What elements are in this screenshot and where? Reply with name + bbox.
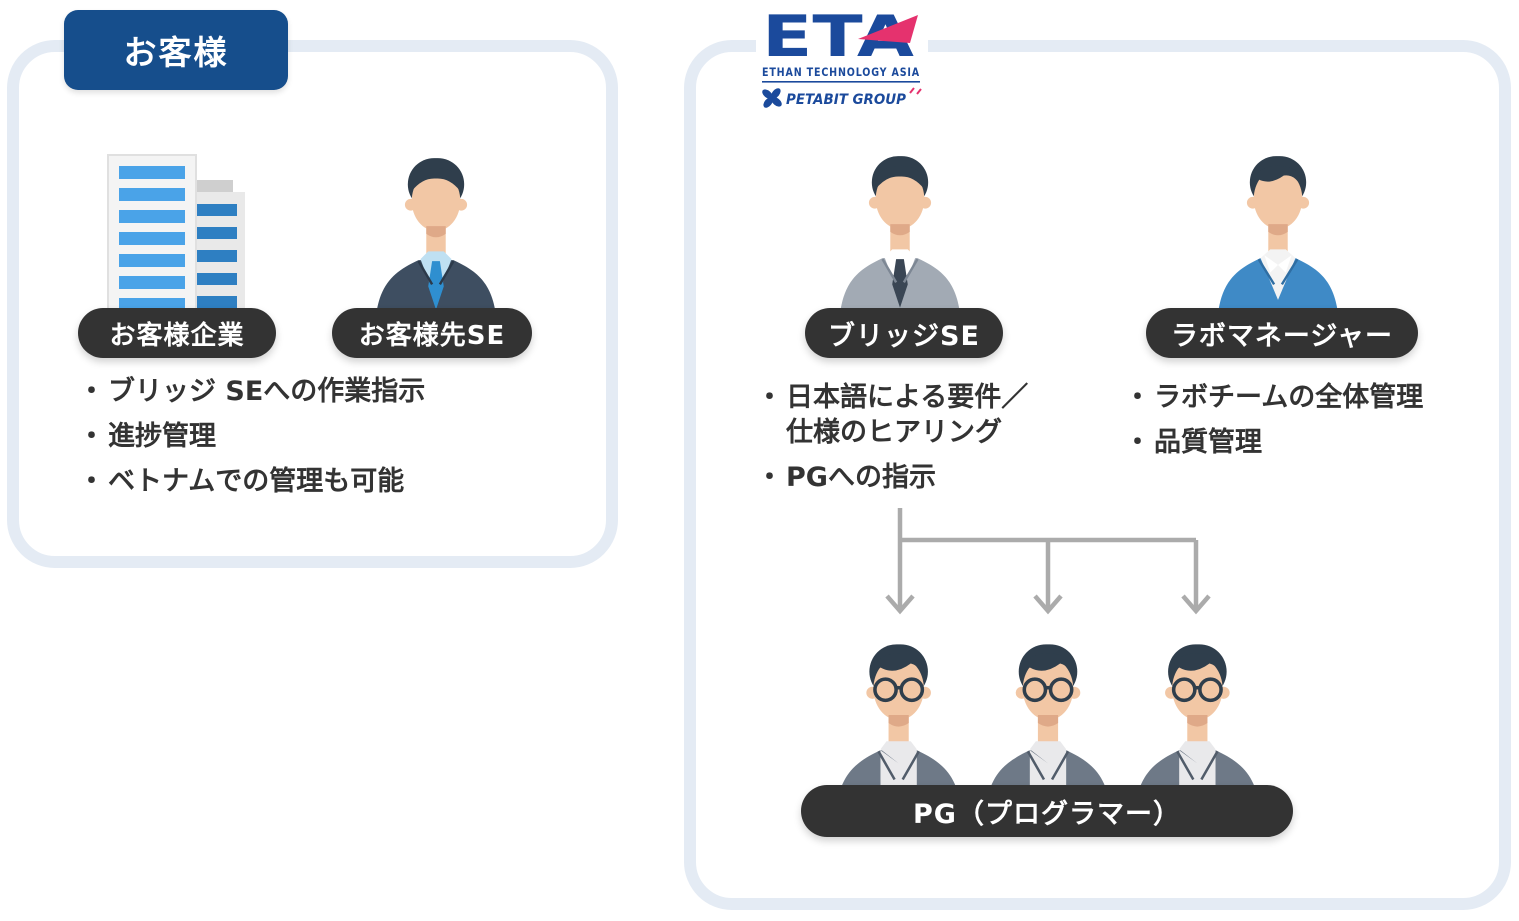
bullet-marker: ・ (1124, 382, 1151, 413)
lab-manager-bullet-2: ・ 品質管理 (1124, 425, 1464, 460)
lab-manager-bullet-1-text: ラボチームの全体管理 (1154, 382, 1424, 413)
bridge-se-bullet-2-text: PGへの指示 (786, 462, 936, 493)
lab-manager-badge: ラボマネージャー (1146, 308, 1418, 358)
eta-logo-company-name: ETHAN TECHNOLOGY ASIA (762, 65, 920, 79)
bullet-marker: ・ (1124, 427, 1151, 458)
lab-manager-bullet-2-text: 品質管理 (1154, 427, 1262, 458)
bullet-marker: ・ (78, 466, 105, 497)
lab-manager-bullet-1: ・ ラボチームの全体管理 (1124, 380, 1464, 415)
eta-panel (684, 40, 1511, 910)
bridge-se-bullet-1-line-2: 仕様のヒアリング (786, 417, 1002, 448)
bullet-marker: ・ (78, 376, 105, 407)
customer-bullet-2-text: 進捗管理 (108, 421, 216, 452)
customer-company-badge: お客様企業 (78, 308, 276, 358)
bullet-marker: ・ (756, 382, 783, 413)
customer-panel-tag: お客様 (64, 10, 288, 90)
petabit-pinwheel-icon (761, 87, 782, 108)
customer-tag-label: お客様 (123, 33, 229, 72)
bridge-se-avatar (839, 156, 961, 316)
delegation-arrows (885, 508, 1211, 615)
bridge-se-bullet-list: ・ 日本語による要件／ 仕様のヒアリング ・ PGへの指示 (756, 380, 1086, 505)
eta-logo-graphic: ETA ETHAN TECHNOLOGY ASIA PETABIT GROUP (761, 5, 922, 108)
bridge-se-bullet-1-text: 日本語による要件／ 仕様のヒアリング (786, 380, 1086, 450)
bridge-se-badge: ブリッジSE (805, 308, 1003, 358)
pg-badge-label: PG（プログラマー） (913, 798, 1181, 830)
bridge-se-bullet-1: ・ 日本語による要件／ 仕様のヒアリング (756, 380, 1086, 450)
customer-bullet-3-text: ベトナムでの管理も可能 (108, 466, 405, 497)
customer-se-badge-label: お客様先SE (358, 320, 506, 351)
customer-company-badge-label: お客様企業 (109, 320, 245, 351)
bridge-se-badge-label: ブリッジSE (828, 320, 980, 352)
customer-bullet-1-text: ブリッジ SEへの作業指示 (108, 376, 426, 407)
pg-avatars (834, 642, 1262, 810)
eta-logo: ETA ETHAN TECHNOLOGY ASIA PETABIT GROUP (756, 4, 928, 108)
customer-bullet-list: ・ ブリッジ SEへの作業指示 ・ 進捗管理 ・ ベトナムでの管理も可能 (78, 374, 558, 509)
petabit-logo-ticks (908, 86, 922, 95)
bridge-se-bullet-2: ・ PGへの指示 (756, 460, 1086, 495)
customer-bullet-2: ・ 進捗管理 (78, 419, 558, 454)
customer-se-avatar (375, 158, 497, 318)
customer-company-building-icon (107, 154, 245, 318)
lab-manager-avatar (1217, 156, 1339, 316)
bullet-marker: ・ (756, 462, 783, 493)
petabit-group-name: PETABIT GROUP (786, 92, 907, 108)
lab-manager-badge-label: ラボマネージャー (1170, 320, 1394, 352)
customer-se-badge: お客様先SE (332, 308, 532, 358)
eta-logo-flag-icon (857, 14, 918, 43)
eta-logo-divider (761, 80, 920, 83)
pg-badge: PG（プログラマー） (801, 785, 1293, 837)
customer-bullet-1: ・ ブリッジ SEへの作業指示 (78, 374, 558, 409)
customer-bullet-3: ・ ベトナムでの管理も可能 (78, 464, 558, 499)
bullet-marker: ・ (78, 421, 105, 452)
bridge-se-bullet-1-line-1: 日本語による要件／ (786, 382, 1029, 413)
lab-manager-bullet-list: ・ ラボチームの全体管理 ・ 品質管理 (1124, 380, 1464, 470)
